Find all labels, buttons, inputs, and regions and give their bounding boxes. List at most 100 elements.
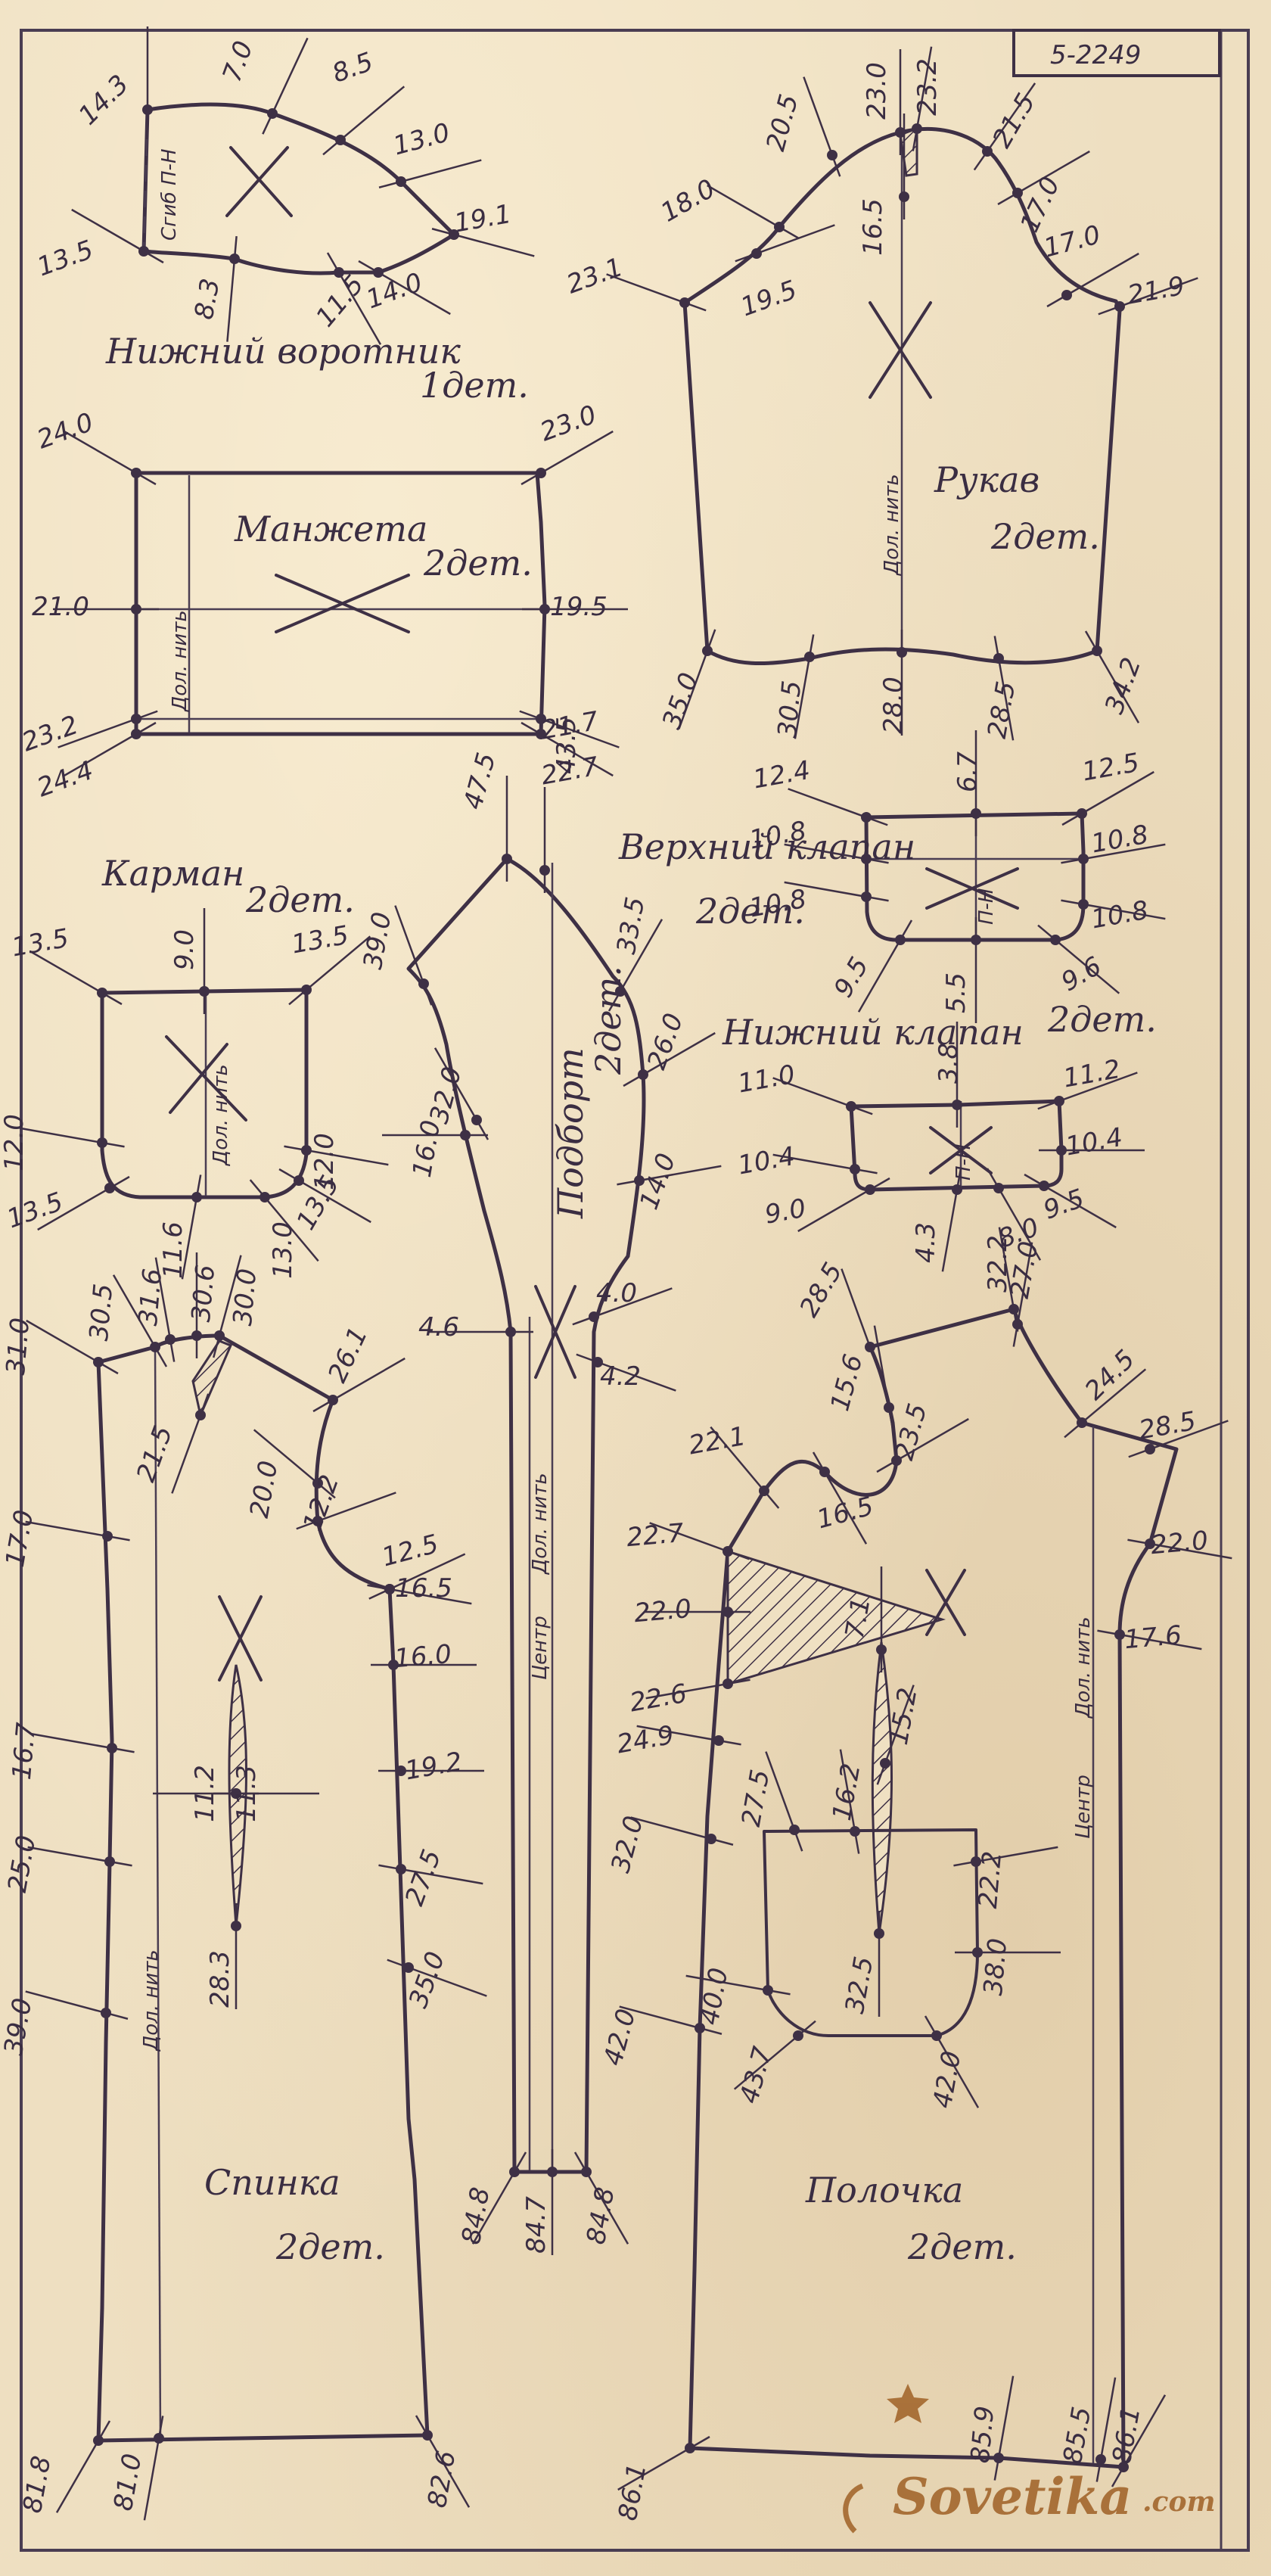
facing-tick bbox=[434, 1047, 489, 1140]
sleeve-tick bbox=[997, 150, 1090, 206]
back-measure: 12.2 bbox=[297, 1471, 345, 1535]
upper-flap-measure: 5.5 bbox=[941, 972, 971, 1013]
front-measure: 24.5 bbox=[1079, 1344, 1141, 1406]
lower-collar-tick bbox=[71, 208, 164, 264]
back-measure: 20.0 bbox=[244, 1458, 284, 1520]
facing-tick bbox=[608, 919, 663, 1012]
front-tick bbox=[876, 1685, 915, 1785]
front-tick bbox=[873, 1325, 894, 1430]
cuff-measure: 23.2 bbox=[18, 710, 82, 758]
code-box: 5-2249 bbox=[1012, 29, 1221, 77]
upper-flap-measure: 12.5 bbox=[1080, 748, 1141, 788]
sleeve-measure: 23.0 bbox=[862, 62, 892, 120]
cuff-tick bbox=[521, 721, 614, 777]
front-measure: 22.2 bbox=[973, 1850, 1008, 1910]
sleeve-tick bbox=[735, 224, 835, 263]
back-measure: 30.0 bbox=[228, 1268, 263, 1327]
pocket-measure: 9.0 bbox=[169, 929, 200, 970]
front-measure: 27.5 bbox=[736, 1767, 776, 1828]
lower-collar-tick bbox=[358, 260, 451, 316]
cuff-measure: 24.4 bbox=[33, 755, 98, 803]
sleeve-measure: 21.5 bbox=[987, 89, 1041, 154]
piece-pocket: Дол. нить Карман 2дет. bbox=[100, 853, 355, 1199]
back-measure: 26.1 bbox=[322, 1323, 374, 1388]
facing-tick bbox=[573, 2151, 629, 2245]
back-tick bbox=[296, 1492, 396, 1530]
back-tick bbox=[312, 1357, 406, 1413]
upper-flap-tick bbox=[788, 788, 888, 826]
facing-measure: 43.5 bbox=[552, 717, 582, 774]
front-measure: 32.5 bbox=[840, 1954, 880, 2015]
pocket-tick bbox=[181, 1174, 202, 1280]
facing-measure: 4.6 bbox=[418, 1312, 459, 1342]
pocket-measure: 11.6 bbox=[158, 1221, 188, 1279]
sleeve-measure: 21.9 bbox=[1125, 271, 1186, 311]
svg-text:Рукав: Рукав bbox=[934, 459, 1039, 500]
svg-text:Полочка: Полочка bbox=[805, 2170, 963, 2210]
front-measure: 86.1 bbox=[613, 2461, 653, 2522]
svg-text:Центр: Центр bbox=[529, 1616, 552, 1680]
cuff-tick bbox=[64, 430, 157, 486]
svg-text:2дет.: 2дет. bbox=[907, 2226, 1017, 2267]
sleeve-measure: 35.0 bbox=[657, 669, 704, 733]
front-measure: 28.5 bbox=[1136, 1406, 1198, 1446]
svg-text:2дет.: 2дет. bbox=[423, 543, 533, 583]
back-tick bbox=[415, 2415, 471, 2508]
back-measure: 12.5 bbox=[378, 1529, 441, 1573]
svg-text:Нижний клапан: Нижний клапан bbox=[722, 1012, 1024, 1053]
back-tick bbox=[27, 1846, 132, 1867]
back-tick bbox=[25, 1990, 129, 2020]
lower-collar-measure: 7.0 bbox=[217, 37, 259, 86]
front-tick bbox=[710, 1426, 780, 1509]
front-tick bbox=[619, 2005, 723, 2035]
piece-lower-flap: П-Н Нижний клапан 2дет. bbox=[722, 999, 1157, 1192]
back-measure: 27.5 bbox=[399, 1846, 447, 1910]
upper-flap-tick bbox=[1061, 899, 1166, 920]
cuff-tick bbox=[521, 430, 614, 486]
lower-collar-measure: 13.0 bbox=[390, 117, 452, 161]
watermark-domain: .com bbox=[1142, 2486, 1216, 2518]
back-tick bbox=[367, 1584, 472, 1605]
front-measure: 22.6 bbox=[627, 1678, 688, 1719]
piece-sleeve: Дол. нить Рукав 2дет. bbox=[682, 126, 1122, 666]
front-measure: 85.5 bbox=[1058, 2404, 1098, 2466]
back-measure: 81.8 bbox=[17, 2453, 57, 2515]
piece-lower-collar: Сгиб П-Н Нижний воротник 1дет. bbox=[105, 102, 529, 406]
front-tick bbox=[1128, 1420, 1229, 1458]
upper-flap-tick bbox=[857, 919, 913, 1013]
lower-flap-measure: 11.2 bbox=[1061, 1054, 1122, 1094]
pocket-tick bbox=[284, 1145, 389, 1166]
back-tick bbox=[368, 1553, 466, 1600]
lower-collar-tick bbox=[326, 252, 382, 345]
watermark-brand: Sovetika bbox=[893, 2467, 1132, 2526]
back-tick bbox=[213, 1255, 242, 1358]
piece-cuff: Дол. нить Манжета 2дет. bbox=[134, 471, 547, 736]
watermark: Sovetika .com bbox=[843, 2384, 1216, 2534]
front-measure: 24.9 bbox=[614, 1720, 676, 1760]
lower-flap-measure: 9.0 bbox=[763, 1193, 808, 1230]
back-measure: 21.5 bbox=[131, 1422, 179, 1486]
pocket-tick bbox=[37, 1175, 130, 1231]
lower-collar-measure: 11.5 bbox=[310, 269, 370, 333]
front-tick bbox=[993, 2375, 1015, 2481]
svg-text:Дол. нить: Дол. нить bbox=[529, 1473, 552, 1575]
svg-text:1дет.: 1дет. bbox=[420, 365, 529, 406]
cuff-tick bbox=[519, 710, 620, 748]
lower-flap-tick bbox=[772, 1077, 873, 1115]
facing-measure: 84.8 bbox=[581, 2185, 621, 2246]
lower-collar-measure: 14.3 bbox=[73, 69, 135, 131]
back-tick bbox=[253, 1429, 336, 1499]
sleeve-measure: 28.5 bbox=[982, 679, 1022, 740]
lower-flap-tick bbox=[772, 1153, 878, 1174]
front-measure: 28.5 bbox=[794, 1258, 848, 1323]
front-tick bbox=[685, 1974, 791, 1996]
svg-text:2дет.: 2дет. bbox=[1047, 999, 1157, 1040]
svg-text:Карман: Карман bbox=[101, 853, 244, 894]
back-measure: 30.6 bbox=[186, 1264, 221, 1324]
facing-tick bbox=[576, 1353, 676, 1392]
lower-collar-measure: 13.5 bbox=[33, 235, 98, 282]
upper-flap-tick bbox=[784, 881, 889, 902]
facing-measure: 4.0 bbox=[596, 1278, 637, 1308]
back-measure: 19.2 bbox=[402, 1747, 464, 1787]
